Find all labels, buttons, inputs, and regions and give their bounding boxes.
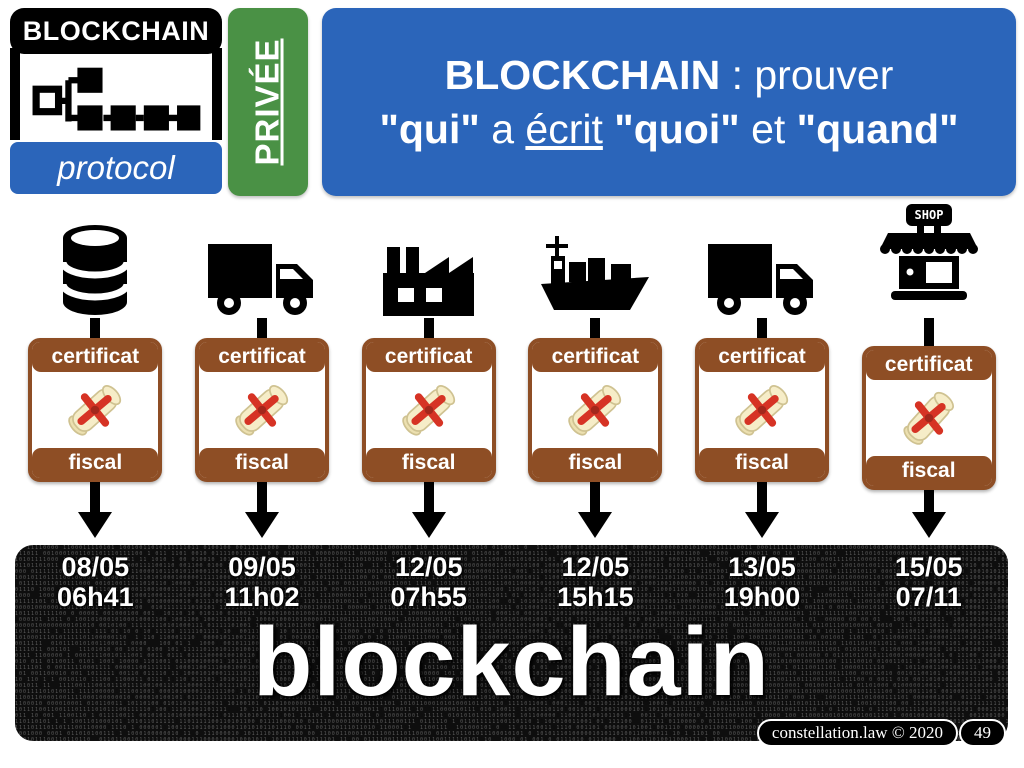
down-arrow bbox=[245, 482, 279, 538]
down-arrow bbox=[578, 482, 613, 538]
certificate-card: certificat fiscal bbox=[861, 346, 996, 490]
certificate-header: certificat bbox=[865, 350, 992, 380]
certificate-card: certificat fiscal bbox=[695, 338, 830, 482]
headline-box: BLOCKCHAIN : prouver "qui" a écrit "quoi… bbox=[322, 8, 1016, 196]
certificate-footer: fiscal bbox=[365, 448, 492, 478]
column-truck-2: certificat fiscal bbox=[679, 198, 846, 538]
factory-icon bbox=[381, 198, 476, 318]
connector-line bbox=[757, 318, 768, 338]
certificate-footer: fiscal bbox=[199, 448, 325, 478]
privacy-badge-label: PRIVÉE bbox=[249, 38, 287, 166]
certificate-header: certificat bbox=[365, 342, 492, 372]
headline-line2: "qui" a écrit "quoi" et "quand" bbox=[379, 106, 959, 152]
connector-line bbox=[90, 318, 101, 338]
down-arrow bbox=[911, 490, 946, 538]
database-icon bbox=[59, 198, 131, 318]
certificate-card: certificat fiscal bbox=[195, 338, 329, 482]
certificate-footer: fiscal bbox=[32, 448, 159, 478]
shop-icon: SHOP bbox=[879, 198, 979, 318]
connector-line bbox=[257, 318, 267, 338]
timeline-banner: 11 11110000 1100011110101 10010011010111… bbox=[15, 545, 1008, 741]
connector-line bbox=[590, 318, 601, 338]
certificate-card: certificat fiscal bbox=[28, 338, 163, 482]
shop-sign-label: SHOP bbox=[914, 208, 943, 222]
certificate-header: certificat bbox=[532, 342, 659, 372]
scroll-icon bbox=[32, 372, 158, 448]
privacy-badge: PRIVÉE bbox=[228, 8, 308, 196]
connector-line bbox=[423, 318, 434, 338]
binary-texture: 11 11110000 1100011110101 10010011010111… bbox=[15, 545, 1008, 741]
blockchain-protocol-logo: BLOCKCHAIN protocol bbox=[10, 8, 222, 194]
page-number: 49 bbox=[959, 719, 1006, 747]
scroll-icon bbox=[366, 372, 492, 448]
scroll-icon bbox=[699, 372, 825, 448]
column-ship: certificat fiscal bbox=[512, 198, 679, 538]
credit-pill: constellation.law © 2020 bbox=[756, 719, 958, 747]
truck-icon bbox=[707, 198, 817, 318]
actors-row: certificat fiscal bbox=[12, 198, 1012, 538]
cargo-ship-icon bbox=[539, 198, 651, 318]
certificate-card: certificat fiscal bbox=[361, 338, 496, 482]
scroll-icon bbox=[532, 372, 658, 448]
column-database: certificat fiscal bbox=[12, 198, 179, 538]
certificate-header: certificat bbox=[699, 342, 826, 372]
certificate-header: certificat bbox=[32, 342, 159, 372]
certificate-footer: fiscal bbox=[699, 448, 826, 478]
certificate-header: certificat bbox=[199, 342, 325, 372]
logo-title: BLOCKCHAIN bbox=[10, 8, 222, 54]
certificate-card: certificat fiscal bbox=[528, 338, 663, 482]
logo-subtitle: protocol bbox=[10, 142, 222, 194]
scroll-icon bbox=[866, 380, 992, 456]
connector-line bbox=[923, 318, 934, 346]
headline-line1: BLOCKCHAIN : prouver bbox=[444, 51, 894, 98]
certificate-footer: fiscal bbox=[532, 448, 659, 478]
column-factory: certificat fiscal bbox=[345, 198, 512, 538]
blockchain-flowchart-icon bbox=[28, 65, 204, 140]
certificate-footer: fiscal bbox=[865, 456, 992, 486]
logo-icon-area bbox=[10, 48, 222, 140]
down-arrow bbox=[745, 482, 780, 538]
down-arrow bbox=[78, 482, 113, 538]
column-truck-1: certificat fiscal bbox=[179, 198, 346, 538]
column-shop: SHOP certificat bbox=[845, 198, 1012, 538]
down-arrow bbox=[411, 482, 446, 538]
blockchain-word: blockchain bbox=[253, 607, 770, 717]
scroll-icon bbox=[199, 372, 325, 448]
truck-icon bbox=[207, 198, 317, 318]
